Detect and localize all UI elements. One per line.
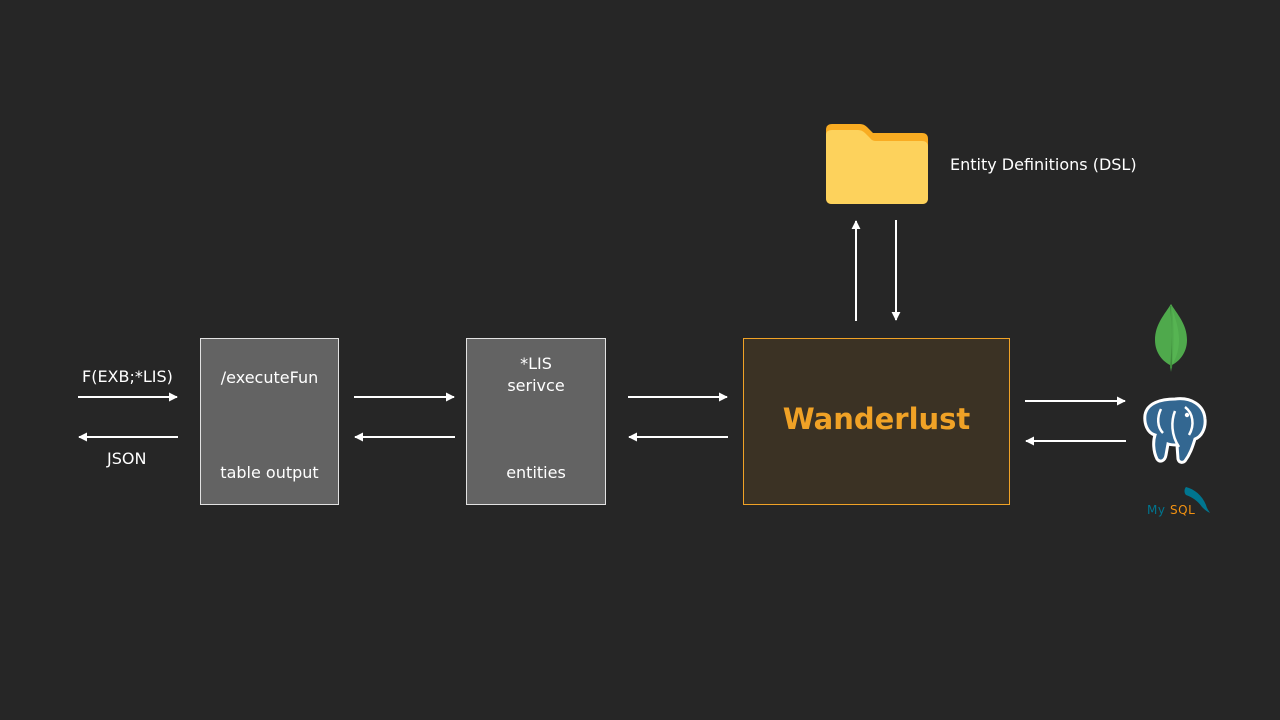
mysql-logo-icon: My SQL bbox=[1146, 485, 1212, 521]
table-output-label: table output bbox=[220, 463, 319, 482]
wanderlust-box: Wanderlust bbox=[743, 338, 1010, 505]
entity-definitions-label: Entity Definitions (DSL) bbox=[950, 155, 1137, 174]
request-label: F(EXB;*LIS) bbox=[82, 367, 173, 386]
mysql-my-text: My bbox=[1147, 503, 1166, 517]
mysql-sql-text: SQL bbox=[1170, 503, 1196, 517]
postgresql-elephant-icon bbox=[1141, 395, 1209, 465]
execute-fun-box: /executeFun table output bbox=[200, 338, 339, 505]
lis-service-box: *LIS serivce entities bbox=[466, 338, 606, 505]
mongodb-leaf-icon bbox=[1153, 304, 1189, 372]
wanderlust-title: Wanderlust bbox=[782, 402, 971, 436]
service-label: serivce bbox=[507, 376, 565, 395]
folder-icon bbox=[826, 124, 928, 204]
lis-label: *LIS bbox=[520, 354, 552, 373]
entities-label: entities bbox=[506, 463, 566, 482]
response-label: JSON bbox=[107, 449, 147, 468]
execute-fun-endpoint-label: /executeFun bbox=[220, 368, 319, 387]
